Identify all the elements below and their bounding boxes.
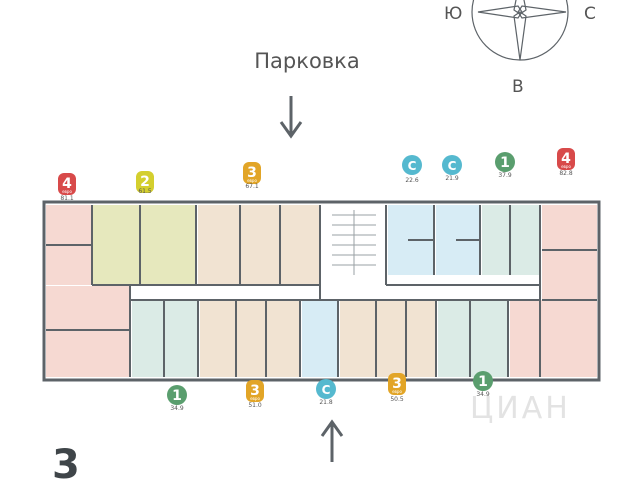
- apartment-area: 34.9: [476, 391, 490, 398]
- apartment-bottom-5[interactable]: [438, 300, 508, 377]
- badge-shape: [473, 371, 493, 391]
- compass-needle-east: [517, 5, 567, 19]
- entry-arrow-top: [279, 96, 303, 139]
- badge-euro-label: евро: [561, 164, 571, 169]
- badge-room-count: С: [448, 159, 457, 173]
- entry-arrow-bottom: [320, 419, 344, 462]
- badge-room-count: 3: [247, 165, 257, 181]
- compass: Ю С В: [444, 0, 596, 97]
- compass-label-south: Ю: [444, 4, 462, 24]
- apartment-area: 61.5: [138, 188, 152, 195]
- walls: [46, 205, 597, 377]
- badge-room-count: 2: [140, 174, 150, 190]
- badge-room-count: 3: [392, 376, 402, 392]
- badge-shape: [136, 171, 154, 193]
- apartment-badges: 4евро81.1261.53евро67.1С22.6С21.9137.94е…: [58, 148, 575, 412]
- apartment-badge[interactable]: 137.9: [495, 152, 515, 179]
- badge-euro-label: евро: [392, 389, 402, 394]
- badge-shape: [316, 379, 336, 399]
- floor-number: 3: [52, 442, 80, 480]
- parking-label: Парковка: [254, 49, 359, 73]
- badge-shape: [557, 148, 575, 170]
- badge-shape: [243, 162, 261, 184]
- badge-shape: [402, 155, 422, 175]
- watermark: ЦИАН: [470, 391, 571, 426]
- apartment-bottom-2[interactable]: [200, 300, 300, 377]
- corridor: [92, 285, 542, 299]
- apartment-bottom-4[interactable]: [340, 300, 436, 377]
- apartment-bottom-3[interactable]: [302, 300, 338, 377]
- badge-room-count: 4: [561, 151, 571, 167]
- building: [42, 200, 601, 382]
- apartment-area: 37.9: [498, 172, 512, 179]
- apartment-area: 21.9: [445, 175, 459, 182]
- apartment-area: 51.0: [248, 402, 262, 409]
- badge-shape: [167, 385, 187, 405]
- apartment-badge[interactable]: С 21.9: [442, 155, 462, 182]
- compass-needle-west: [477, 5, 523, 19]
- badge-room-count: 3: [250, 383, 260, 399]
- apartment-badge[interactable]: 261.5: [136, 171, 154, 195]
- apartment-badge[interactable]: 134.9: [167, 385, 187, 412]
- apartment-area: 81.1: [60, 195, 74, 202]
- apartment-area: 50.5: [390, 396, 404, 403]
- apartment-bottom-6[interactable]: [510, 300, 542, 377]
- badge-room-count: С: [408, 159, 417, 173]
- badge-room-count: 1: [478, 374, 488, 390]
- compass-needle-south: [513, 11, 527, 61]
- badge-shape: [495, 152, 515, 172]
- apartment-area: 34.9: [170, 405, 184, 412]
- badge-shape: [58, 173, 76, 195]
- apartment-left-bottom[interactable]: [46, 286, 130, 377]
- badge-room-count: 1: [500, 155, 510, 171]
- badge-room-count: С: [322, 383, 331, 397]
- apartment-area: 21.8: [319, 399, 333, 406]
- badge-room-count: 4: [62, 176, 72, 192]
- badge-room-count: 1: [172, 388, 182, 404]
- apartment-badge[interactable]: 134.9: [473, 371, 493, 398]
- apartment-area: 67.1: [245, 183, 259, 190]
- stairs: [332, 210, 376, 275]
- compass-label-east: В: [512, 77, 524, 97]
- apartment-area: 22.6: [405, 177, 419, 184]
- badge-shape: [246, 380, 264, 402]
- apartment-badge[interactable]: С 22.6: [402, 155, 422, 184]
- apartment-top-7[interactable]: [542, 205, 597, 377]
- apartment-area: 82.8: [559, 170, 573, 177]
- apartment-top-3[interactable]: [198, 205, 320, 285]
- badge-euro-label: евро: [62, 189, 72, 194]
- badge-shape: [388, 373, 406, 395]
- badge-shape: [442, 155, 462, 175]
- apartment-top-2[interactable]: [93, 205, 196, 285]
- badge-euro-label: евро: [250, 396, 260, 401]
- compass-label-north: С: [584, 4, 596, 24]
- badge-euro-label: евро: [247, 178, 257, 183]
- apartment-badge[interactable]: С 21.8: [316, 379, 336, 406]
